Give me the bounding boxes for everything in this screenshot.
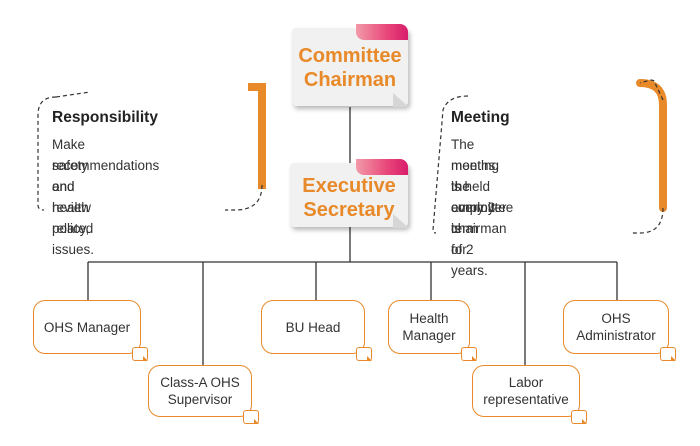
role-class-a-ohs-supervisor: Class-A OHS Supervisor [148,365,259,424]
role-bu-head: BU Head [261,300,372,361]
role-health-manager: Health Manager [388,300,477,361]
meeting-line-4: a term of 2 years. [451,200,488,278]
role-class-a-ohs-supervisor-label: Class-A OHS Supervisor [160,375,240,407]
note-icon [461,347,477,361]
note-icon [356,347,372,361]
note-icon [243,410,259,424]
meeting-line-2: months, the employer is [451,158,507,236]
chairman-accent-tab [356,24,408,40]
chairman-page-fold [393,93,409,107]
executive-secretary-box: Executive Secretary [290,159,409,228]
committee-chairman-box: Committee Chairman [292,24,409,107]
responsibility-line-1: Make recommendations on [52,137,160,194]
role-labor-representative: Labor representative [472,365,587,424]
secretary-accent-tab [356,159,408,175]
org-tree-lines [87,107,618,365]
role-bu-head-label: BU Head [285,319,341,335]
role-ohs-administrator: OHS Administrator [563,300,676,361]
role-labor-representative-label: Labor representative [483,375,569,407]
responsibility-line-2: safety and health policy, [52,158,90,236]
responsibility-title: Responsibility [52,109,158,126]
role-health-manager-label: Health Manager [402,311,456,343]
committee-chairman-title: Committee Chairman [298,45,402,91]
note-icon [132,347,148,361]
note-icon [571,410,587,424]
secretary-page-fold [393,214,409,228]
role-ohs-administrator-label: OHS Administrator [576,311,656,343]
responsibility-line-3: and review related issues. [52,179,95,257]
meeting-line-1: The meeting is held every 3 [451,137,500,215]
executive-secretary-title: Executive Secretary [302,175,396,221]
meeting-line-3: the committee chairman for [451,179,514,257]
role-ohs-manager: OHS Manager [33,300,148,361]
meeting-title: Meeting [451,109,510,126]
note-icon [660,347,676,361]
role-ohs-manager-label: OHS Manager [43,319,131,335]
responsibility-card-frame [37,83,266,211]
meeting-card-frame [432,79,667,234]
